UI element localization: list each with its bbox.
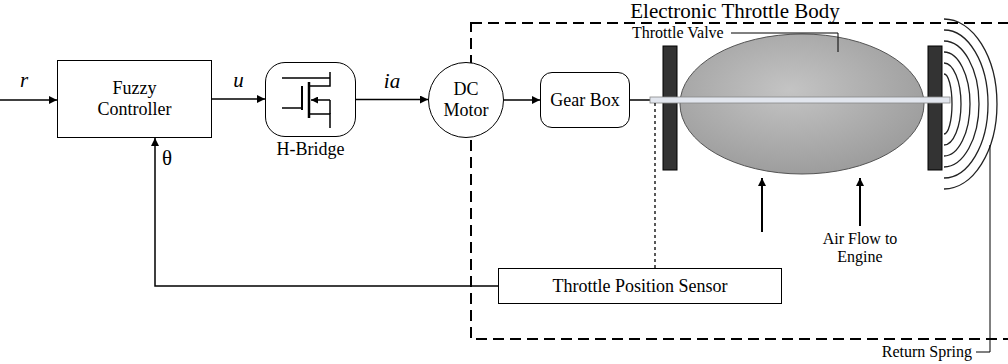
source-lead: [309, 114, 330, 128]
leader-line: [976, 145, 990, 352]
signal-name: r: [20, 68, 28, 92]
part-name: Air Flow to Engine: [810, 230, 910, 267]
signal-arrow: [155, 138, 498, 286]
leader-line: [731, 33, 838, 52]
throttle-valve: [680, 34, 924, 174]
sensor-box: Throttle Position Sensor: [498, 268, 782, 304]
return-spring: [944, 19, 997, 189]
signal-name: ia: [384, 69, 400, 93]
air-flow-arrow: [859, 178, 861, 226]
valve-bearing: [928, 46, 942, 170]
driver-box: H-Bridge: [265, 62, 356, 137]
gate-lead: [282, 107, 302, 109]
signal-name: θ: [162, 146, 172, 170]
controller-box: Fuzzy Controller: [57, 60, 212, 138]
node-label: Gear Box: [550, 90, 619, 111]
body-arrow: [311, 99, 330, 101]
channel: [308, 82, 311, 118]
signal-arrow: [212, 98, 265, 100]
sensor-link: [654, 103, 655, 268]
gate-plate: [301, 86, 303, 110]
valve-bearing: [663, 46, 677, 170]
throttle-body-region: Electronic Throttle BodyDC MotorGear Box…: [470, 22, 1008, 340]
valve-shaft: [650, 97, 950, 103]
motor-circle: DC Motor: [428, 62, 504, 138]
input-arrow: [0, 99, 57, 101]
node-label: Throttle Position Sensor: [553, 276, 728, 297]
body-lead: [329, 100, 331, 114]
output-shaft: [630, 99, 650, 101]
signal-arrow: [504, 99, 540, 101]
node-heading: Electronic Throttle Body: [630, 0, 840, 22]
part-name: Return Spring: [882, 343, 972, 361]
process-box: Gear Box: [540, 72, 630, 128]
node-heading: H-Bridge: [277, 139, 345, 160]
part-name: Throttle Valve: [632, 24, 724, 42]
signal-arrow: [356, 99, 428, 101]
node-label: DC Motor: [436, 79, 496, 120]
air-flow-arrow: [761, 178, 763, 232]
drain-lead: [282, 72, 330, 86]
node-label: Fuzzy Controller: [83, 78, 187, 119]
signal-name: u: [233, 68, 244, 92]
dashed-border: [471, 23, 1008, 339]
mosfet-symbol: [282, 72, 330, 128]
